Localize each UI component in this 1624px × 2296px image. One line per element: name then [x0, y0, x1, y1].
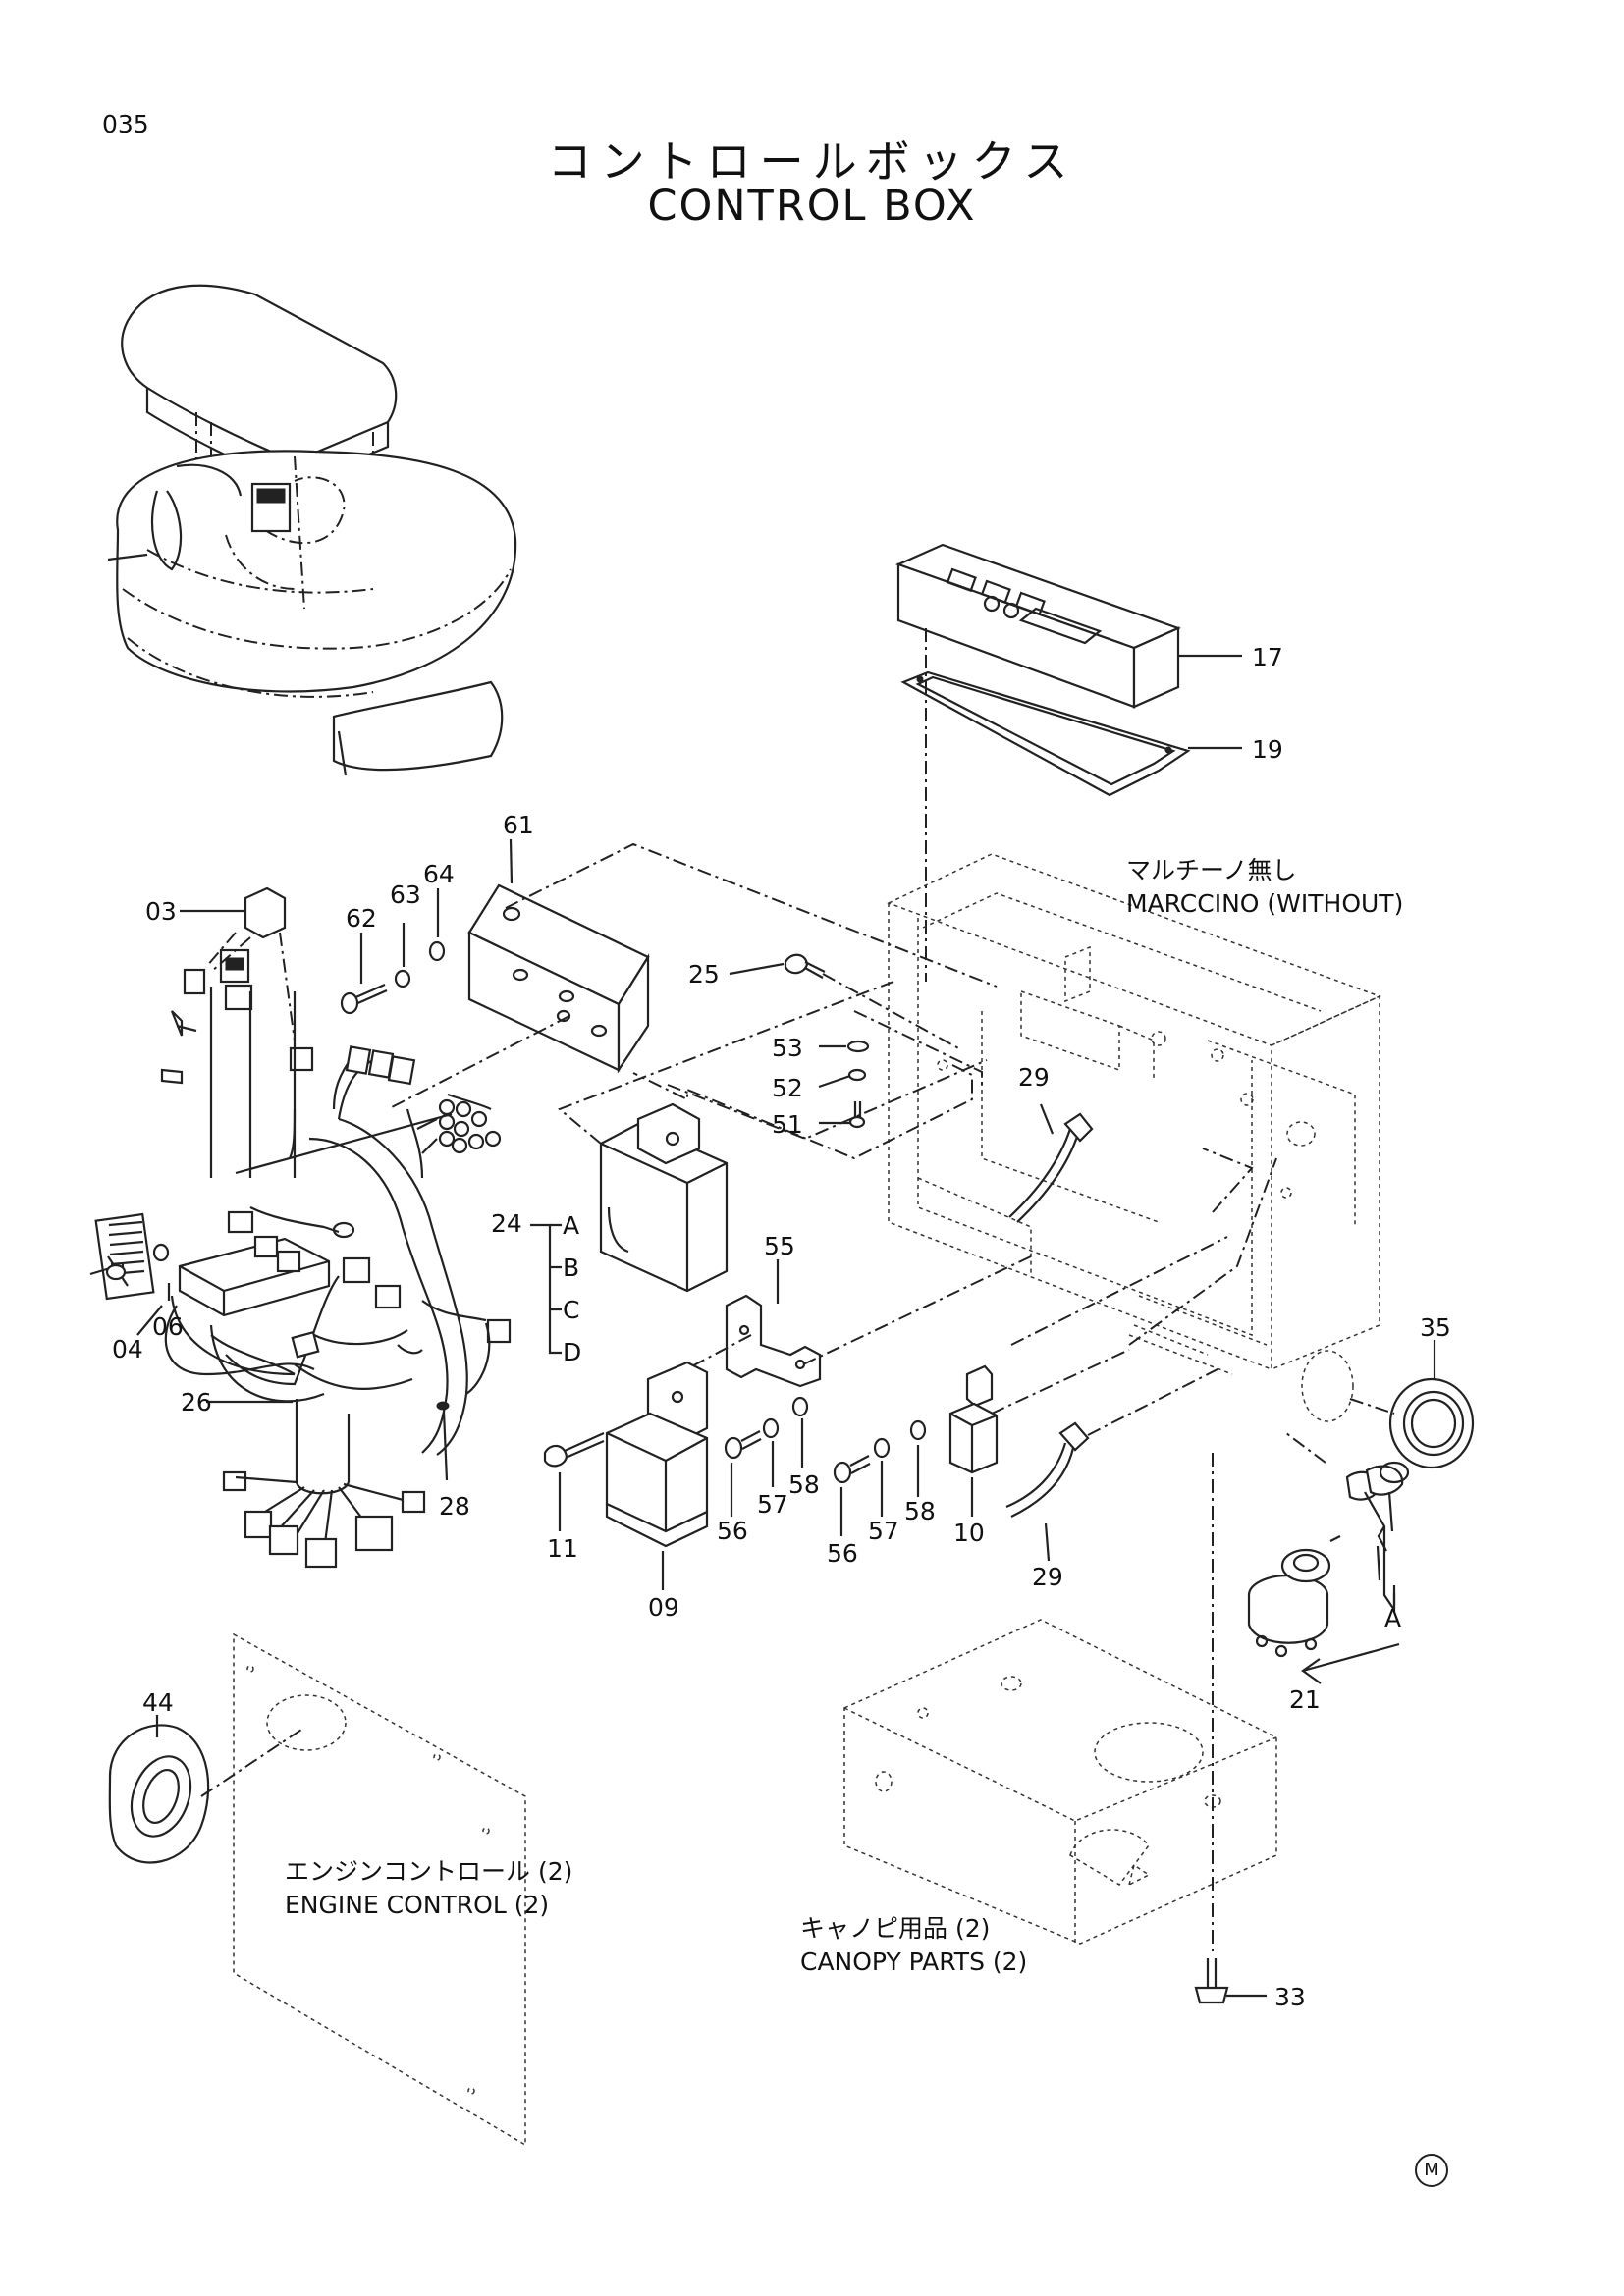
caption-canopy-parts: キャノピ用品 (2) CANOPY PARTS (2) — [800, 1912, 1027, 1979]
bracket-55 — [725, 1294, 822, 1388]
callout-51: 51 — [772, 1110, 803, 1139]
grommet-35 — [1388, 1377, 1475, 1469]
bolt-62 — [340, 983, 388, 1015]
callout-10: 10 — [953, 1519, 985, 1547]
callout-57-left: 57 — [757, 1490, 788, 1519]
callout-57-right: 57 — [868, 1517, 899, 1545]
callout-29-lower: 29 — [1032, 1563, 1063, 1591]
title-english: CONTROL BOX — [647, 182, 977, 231]
callout-04: 04 — [112, 1335, 143, 1363]
callout-33: 33 — [1274, 1983, 1306, 2011]
caption-engine-control: エンジンコントロール (2) ENGINE CONTROL (2) — [285, 1855, 572, 1922]
callout-35: 35 — [1420, 1313, 1451, 1342]
callout-55: 55 — [764, 1232, 795, 1260]
callout-25: 25 — [688, 960, 720, 988]
callout-61: 61 — [503, 811, 534, 839]
caption-marccino: マルチーノ無し MARCCINO (WITHOUT) — [1126, 854, 1403, 921]
callout-19: 19 — [1252, 735, 1283, 764]
washer-52 — [847, 1068, 867, 1082]
caption-canopy-jp: キャノピ用品 (2) — [800, 1914, 991, 1943]
washer-06 — [152, 1243, 170, 1262]
caption-canopy-en: CANOPY PARTS (2) — [800, 1948, 1028, 1976]
engine-control-plate — [233, 1632, 526, 2147]
callout-09: 09 — [648, 1593, 679, 1622]
control-box-housing — [887, 853, 1381, 1422]
callout-64: 64 — [423, 860, 455, 888]
callout-28: 28 — [439, 1492, 470, 1521]
callout-52: 52 — [772, 1074, 803, 1102]
bolt-25 — [784, 953, 826, 979]
callout-63: 63 — [390, 881, 421, 909]
screw-11 — [543, 1431, 605, 1468]
callout-03: 03 — [145, 897, 177, 926]
washer-58-left — [791, 1396, 809, 1417]
key-variant-a: A — [1384, 1604, 1402, 1632]
keys-21 — [1329, 1461, 1410, 1614]
callout-44: 44 — [142, 1688, 174, 1717]
wiring-harness-26 — [94, 948, 512, 1569]
callout-26: 26 — [181, 1388, 212, 1416]
title-japanese: コントロールボックス — [547, 135, 1077, 187]
caption-marccino-jp: マルチーノ無し — [1126, 856, 1297, 884]
screw-56-left — [724, 1430, 762, 1460]
callout-53: 53 — [772, 1034, 803, 1062]
bracket-61 — [467, 883, 650, 1074]
washer-58-right — [909, 1419, 927, 1441]
grommet-44 — [108, 1724, 210, 1864]
callout-17: 17 — [1252, 643, 1283, 671]
screw-56-right — [833, 1455, 871, 1484]
trademark-circle-m: M — [1415, 2154, 1448, 2187]
variant-24-d: D — [563, 1338, 582, 1366]
variant-24-a: A — [563, 1211, 580, 1240]
controller-24 — [599, 1102, 729, 1293]
washer-57-left — [762, 1417, 780, 1439]
callout-06: 06 — [152, 1312, 184, 1341]
relay-09 — [605, 1361, 709, 1548]
sensor-cable-29-upper — [1008, 1112, 1094, 1223]
callout-24: 24 — [491, 1209, 522, 1238]
screw-51 — [848, 1101, 866, 1129]
washer-63 — [394, 969, 411, 988]
callout-21: 21 — [1289, 1685, 1321, 1714]
sensor-cable-29-lower — [1005, 1421, 1090, 1518]
washer-57-right — [873, 1437, 891, 1459]
callout-58-right: 58 — [904, 1497, 936, 1525]
callout-56-right: 56 — [827, 1539, 858, 1568]
relay-03 — [205, 886, 296, 1041]
machine-overview-illustration — [107, 284, 517, 776]
callout-29-upper: 29 — [1018, 1063, 1050, 1092]
callout-56-left: 56 — [717, 1517, 748, 1545]
relay-10 — [948, 1364, 999, 1474]
variant-24-b: B — [563, 1254, 580, 1282]
key-switch-21 — [1247, 1548, 1331, 1658]
bolt-33 — [1194, 1958, 1229, 2004]
monitor-panel-17 — [895, 543, 1181, 709]
washer-53 — [846, 1040, 870, 1053]
caption-marccino-en: MARCCINO (WITHOUT) — [1126, 889, 1404, 918]
page-number: 035 — [102, 110, 149, 138]
caption-engine-jp: エンジンコントロール (2) — [285, 1857, 573, 1886]
variant-24-c: C — [563, 1296, 580, 1324]
bolt-04 — [105, 1263, 127, 1281]
caption-engine-en: ENGINE CONTROL (2) — [285, 1891, 550, 1919]
callout-62: 62 — [346, 904, 377, 933]
gasket-19 — [900, 670, 1191, 797]
canopy-parts-plate — [843, 1619, 1277, 1945]
bracket-24-variants — [530, 1223, 562, 1355]
washer-64 — [428, 940, 446, 962]
callout-11: 11 — [547, 1534, 578, 1563]
callout-58-left: 58 — [788, 1470, 820, 1499]
